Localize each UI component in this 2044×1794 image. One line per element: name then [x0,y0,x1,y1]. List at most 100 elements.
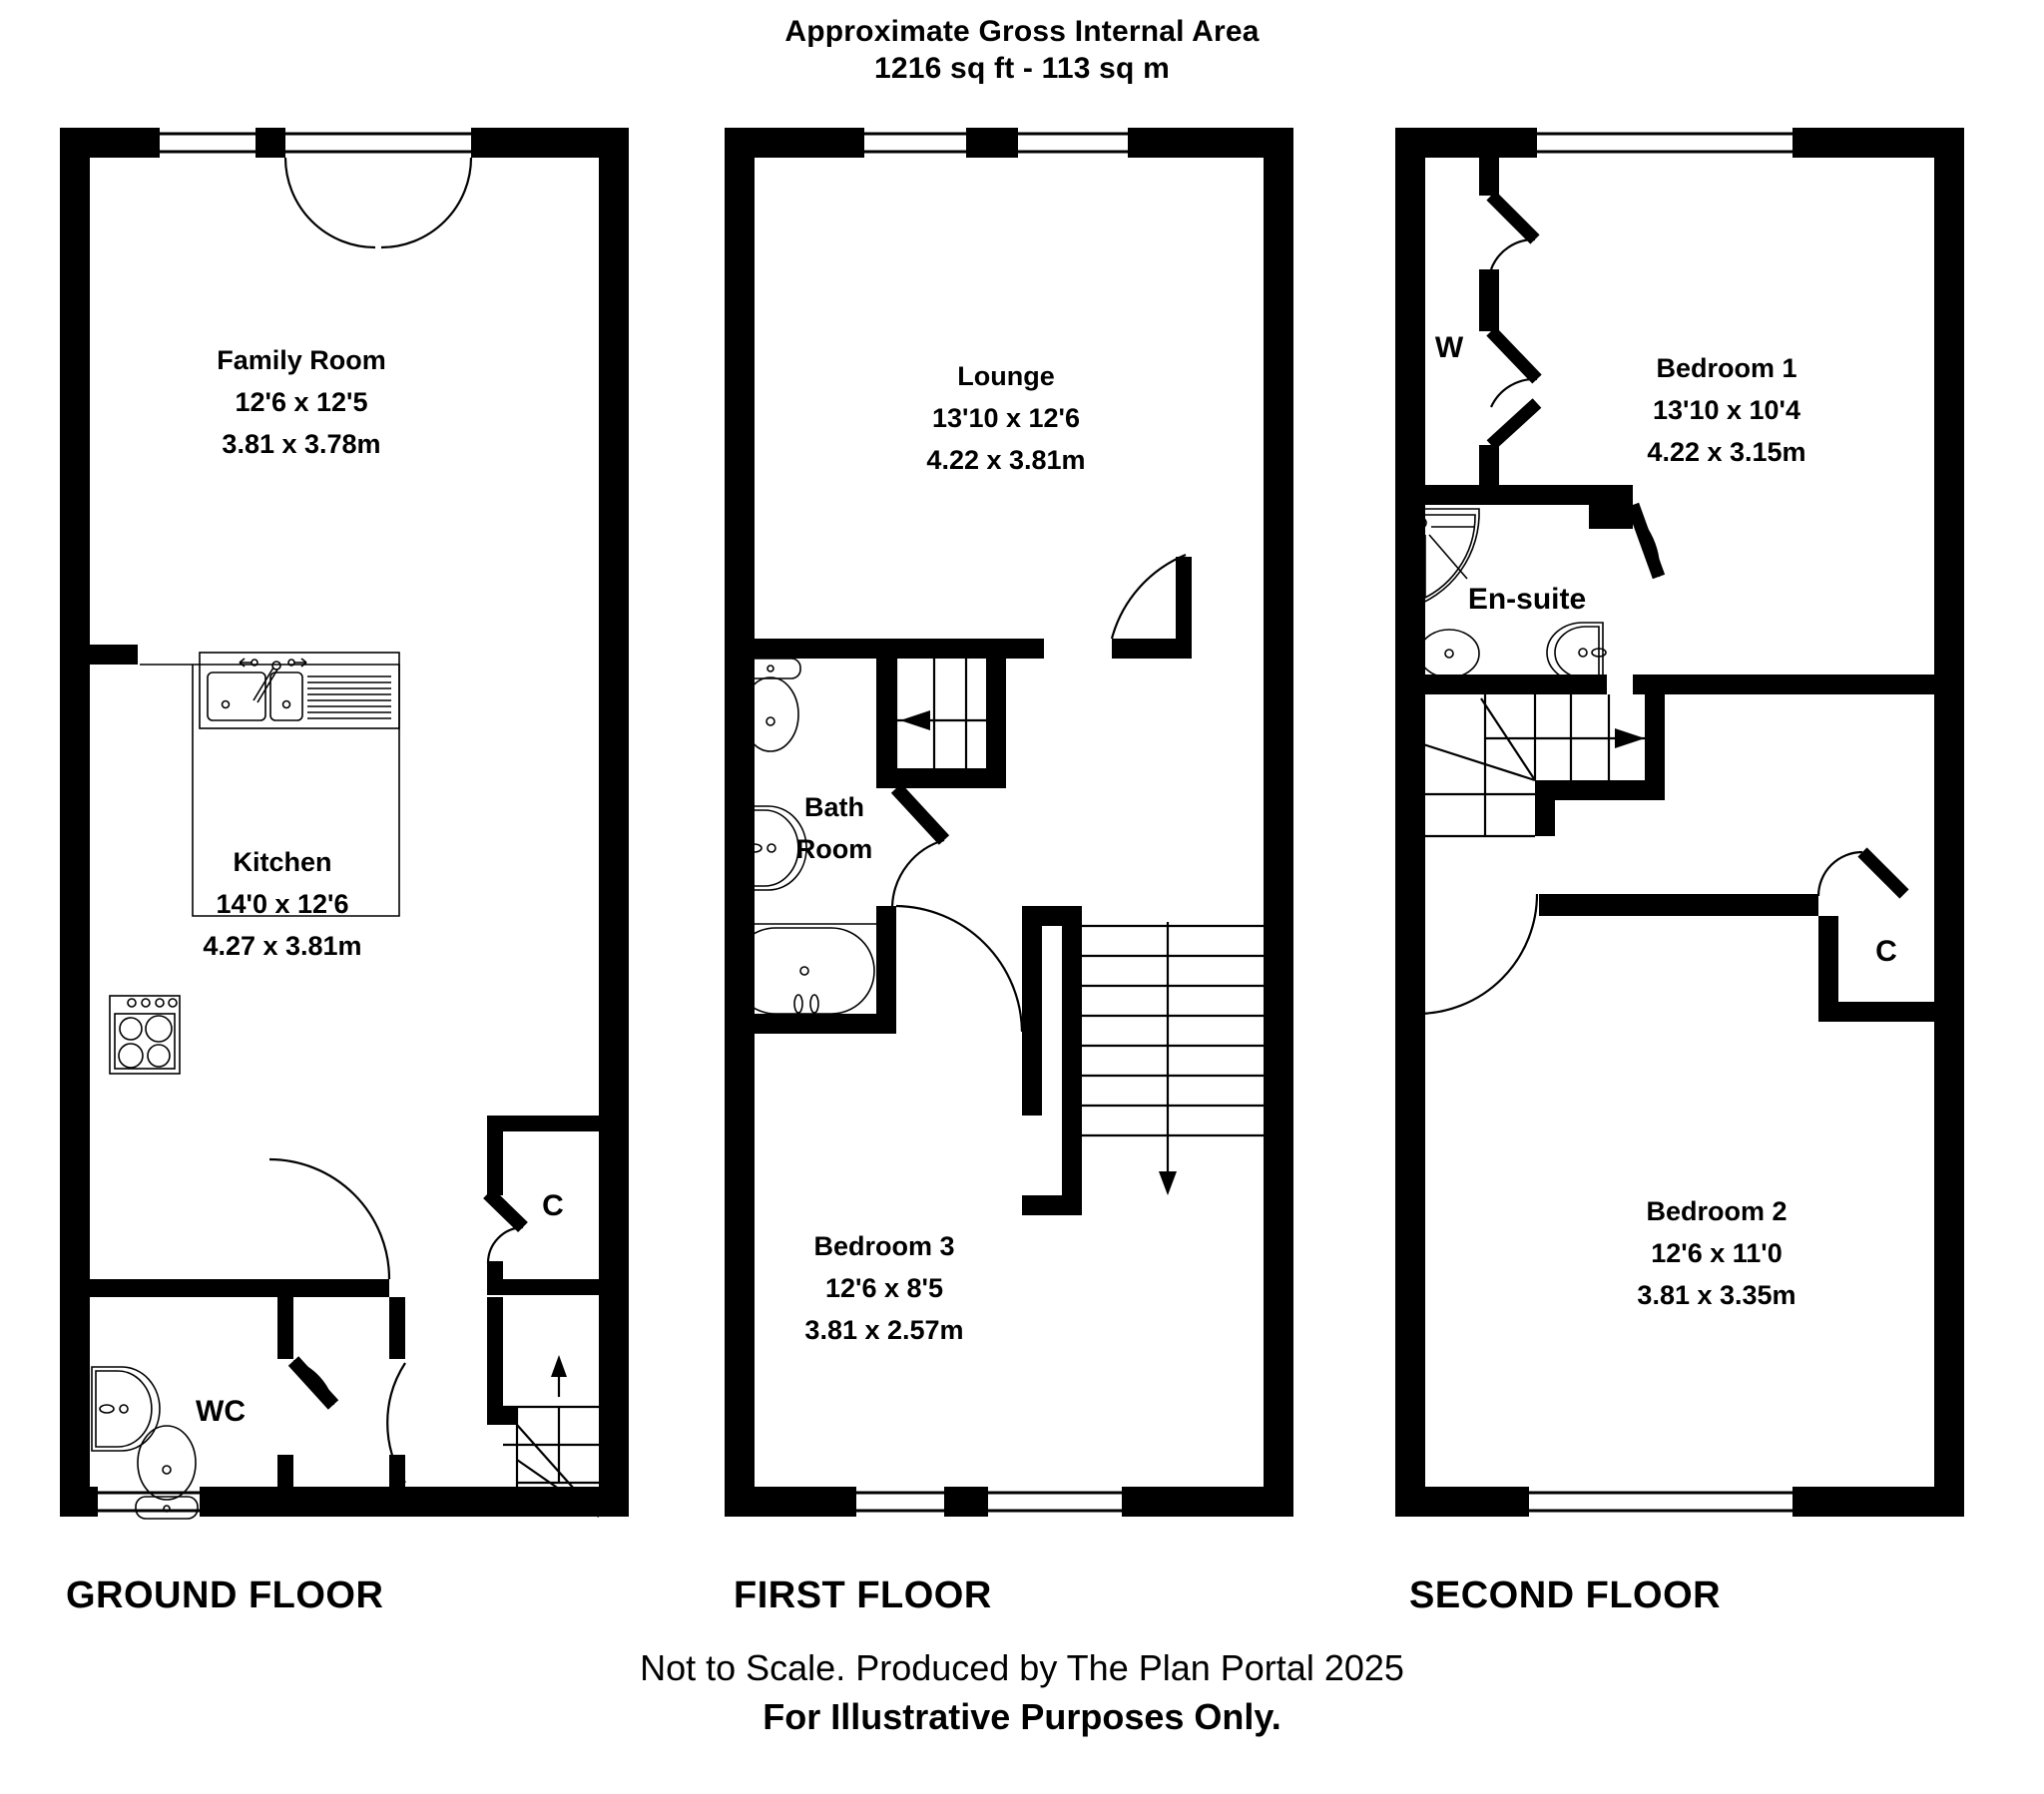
wall-stair-left [487,1297,503,1407]
bedroom1-metric: 4.22 x 3.15m [1647,437,1805,467]
stairs-first-down [1022,906,1264,1195]
stairs-first-up [894,659,986,768]
wall-pier-kitchen [90,645,138,665]
tag-wardrobe: W [1435,331,1464,364]
family-room-name: Family Room [217,345,386,375]
wall-bath-right-lower [876,906,896,1034]
window-bottom [1529,1491,1792,1513]
wall-right [1264,128,1293,1517]
bedroom1-name: Bedroom 1 [1656,353,1796,383]
wall-bottom-right [1792,1487,1964,1517]
bedroom3-metric: 3.81 x 2.57m [804,1315,963,1345]
bedroom1-imperial: 13'10 x 10'4 [1653,395,1800,425]
wall-top-left [60,128,160,158]
second-floor-plan[interactable]: W Bedroom 1 13'10 x 10'4 4.22 x 3.15m [1387,118,2000,1555]
stairs-ground [503,1355,600,1518]
wall-cupboard-left [1818,916,1838,1020]
window-bottom-left [856,1491,944,1513]
wall-top-pier-a [256,128,285,158]
wall-bottom-left [1395,1487,1529,1517]
lounge-door-swing [1110,553,1187,640]
wall-left [60,128,90,1517]
first-floor-plan[interactable]: Lounge 13'10 x 12'6 4.22 x 3.81m [717,118,1329,1555]
kitchen-hob [109,995,181,1075]
floor-title-first: FIRST FLOOR [734,1574,992,1616]
floor-titles-row: GROUND FLOOR FIRST FLOOR SECOND FLOOR [0,1574,2044,1624]
room-label-bedroom3: Bedroom 3 12'6 x 8'5 3.81 x 2.57m [804,1231,963,1345]
bathroom-bathtub [731,923,876,1015]
wall-stair-right [986,659,1006,788]
kitchen-name: Kitchen [233,847,331,877]
bathroom-name-line1: Bath [804,792,864,822]
wall-ensuite-top [1395,485,1607,505]
wall-wardrobe-mid [1479,269,1499,331]
window-top-right [285,132,471,154]
floor-title-ground: GROUND FLOOR [66,1574,384,1616]
wall-lounge-bottom-right [1112,639,1192,659]
bathroom-name-line2: Room [796,834,873,864]
wall-left [725,128,755,1517]
footer-disclaimer: For Illustrative Purposes Only. [763,1695,1281,1737]
wall-wardrobe-bottom [1479,445,1499,485]
room-label-kitchen: Kitchen 14'0 x 12'6 4.27 x 3.81m [203,847,361,961]
bathroom-door [890,783,950,907]
bathroom-door-leaf [890,783,950,845]
plan-header: Approximate Gross Internal Area 1216 sq … [0,14,2044,87]
ensuite-toilet [1402,628,1480,679]
wall-top-left [1395,128,1537,158]
plans-row: Family Room 12'6 x 12'5 3.81 x 3.78m [0,118,2044,1555]
plan-footer: Not to Scale. Produced by The Plan Porta… [0,1644,2044,1741]
wall-bottom-right [200,1487,629,1517]
hall-door-swings [287,1356,406,1484]
kitchen-metric: 4.27 x 3.81m [203,931,361,961]
wall-top-left [725,128,864,158]
wall-cupboard-bottom [1818,1002,1934,1022]
bedroom2-metric: 3.81 x 3.35m [1637,1280,1795,1310]
wall-landing-pier [1176,557,1192,659]
wc-toilet [135,1425,199,1520]
ensuite-door [1608,495,1666,580]
wardrobe-bifold [1479,158,1542,485]
window-top-left [864,132,966,154]
bedroom2-door-swing [1416,893,1539,1016]
tag-ensuite: En-suite [1468,583,1586,616]
wall-right [1934,128,1964,1517]
wall-hall-pier [389,1297,405,1359]
wall-stair-down-bottom [1022,1195,1082,1215]
wall-stair-down-right [1062,906,1082,1195]
gross-area-title: Approximate Gross Internal Area [784,15,1260,48]
cupboard-ground [483,1116,599,1295]
family-room-imperial: 12'6 x 12'5 [236,387,368,417]
kitchen-worktop [140,664,400,917]
wall-top-pier [966,128,1018,158]
tag-cupboard-ground: C [542,1189,564,1222]
lounge-metric: 4.22 x 3.81m [926,445,1085,475]
ensuite-shower [1406,508,1480,611]
wall-stair-down-left [1022,906,1042,1116]
bedroom3-imperial: 12'6 x 8'5 [825,1273,943,1303]
ground-floor-plan[interactable]: Family Room 12'6 x 12'5 3.81 x 3.78m [52,118,665,1555]
wc-basin [91,1366,161,1452]
wall-bedroom2-top [1539,894,1818,916]
gross-area-value: 1216 sq ft - 113 sq m [873,51,1170,85]
wall-wardrobe-top [1479,158,1499,196]
room-label-bedroom2: Bedroom 2 12'6 x 11'0 3.81 x 3.35m [1637,1196,1795,1310]
wall-stair-nib [487,1407,517,1425]
cupboard-second [1816,847,1934,1022]
room-label-bedroom1: Bedroom 1 13'10 x 10'4 4.22 x 3.15m [1647,353,1805,467]
wall-bottom-left [60,1487,98,1517]
wall-hall-pier-lower [389,1455,405,1517]
bedroom3-name: Bedroom 3 [813,1231,954,1261]
footer-producer: Not to Scale. Produced by The Plan Porta… [640,1647,1404,1688]
wall-stair-right [1645,694,1665,800]
wall-wc-pier [277,1297,293,1359]
family-room-metric: 3.81 x 3.78m [222,429,380,459]
bedroom3-door-swing [895,904,1024,1033]
wall-top-right [1128,128,1293,158]
wall-bath-bottom [725,1014,896,1034]
bedroom2-imperial: 12'6 x 11'0 [1651,1238,1782,1268]
tag-wc: WC [196,1395,246,1428]
window-bottom-right [988,1491,1122,1513]
bedroom2-name: Bedroom 2 [1646,1196,1787,1226]
